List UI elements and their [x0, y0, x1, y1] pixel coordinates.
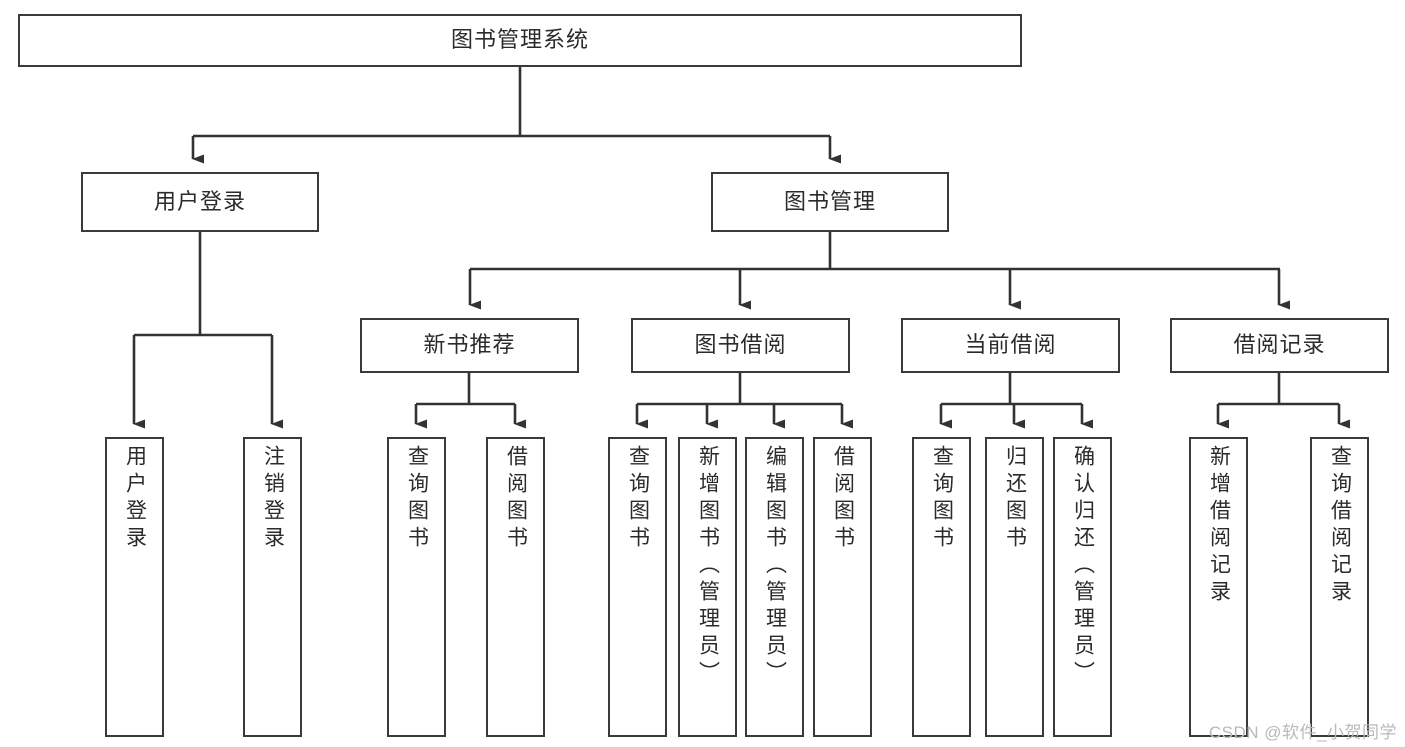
node-leaf-return-book[interactable]: 归还图书	[985, 437, 1044, 737]
node-leaf-add-borrow-record[interactable]: 新增借阅记录	[1189, 437, 1248, 737]
edge-group-book-manage-to-level3	[468, 232, 1290, 310]
edge-group-root-to-level2	[191, 67, 841, 164]
node-label: 当前借阅	[964, 332, 1057, 358]
node-label: 新书推荐	[423, 332, 516, 358]
node-label: 借阅图书	[504, 445, 528, 553]
node-leaf-confirm-return-admin[interactable]: 确认归还（管理员）	[1053, 437, 1112, 737]
node-leaf-query-book-recommend[interactable]: 查询图书	[387, 437, 446, 737]
node-label: 查询图书	[405, 445, 429, 553]
edge-group-current-borrow-to-leaves	[939, 373, 1093, 429]
node-label: 查询图书	[930, 445, 954, 553]
edge-group-borrow-record-to-leaves	[1216, 373, 1350, 429]
node-label: 用户登录	[153, 188, 246, 214]
edge-group-new-book-to-leaves	[414, 373, 526, 429]
node-label: 图书管理	[783, 188, 876, 214]
edge-group-book-borrow-to-leaves	[635, 373, 853, 429]
node-label: 用户登录	[123, 445, 147, 553]
node-leaf-logout[interactable]: 注销登录	[243, 437, 302, 737]
node-label: 归还图书	[1003, 445, 1027, 553]
node-label: 借阅记录	[1233, 332, 1326, 358]
edge-group-user-login-to-leaves	[132, 232, 283, 429]
node-leaf-borrow-book-recommend[interactable]: 借阅图书	[486, 437, 545, 737]
node-label: 新增图书（管理员）	[696, 445, 720, 688]
node-new-book-recommend[interactable]: 新书推荐	[360, 318, 579, 373]
node-leaf-query-book-borrow[interactable]: 查询图书	[608, 437, 667, 737]
node-borrow-record[interactable]: 借阅记录	[1170, 318, 1389, 373]
node-label: 借阅图书	[831, 445, 855, 553]
node-leaf-query-book-current[interactable]: 查询图书	[912, 437, 971, 737]
node-leaf-add-book-admin[interactable]: 新增图书（管理员）	[678, 437, 737, 737]
node-leaf-user-login[interactable]: 用户登录	[105, 437, 164, 737]
node-user-login[interactable]: 用户登录	[81, 172, 319, 232]
node-leaf-borrow-book[interactable]: 借阅图书	[813, 437, 872, 737]
node-label: 注销登录	[261, 445, 285, 553]
node-label: 确认归还（管理员）	[1071, 445, 1095, 688]
node-label: 图书管理系统	[450, 27, 589, 53]
node-book-management[interactable]: 图书管理	[711, 172, 949, 232]
node-leaf-edit-book-admin[interactable]: 编辑图书（管理员）	[745, 437, 804, 737]
node-label: 编辑图书（管理员）	[763, 445, 787, 688]
node-label: 查询借阅记录	[1328, 445, 1352, 607]
node-label: 新增借阅记录	[1207, 445, 1231, 607]
node-current-borrow[interactable]: 当前借阅	[901, 318, 1120, 373]
node-label: 图书借阅	[694, 332, 787, 358]
node-leaf-query-borrow-record[interactable]: 查询借阅记录	[1310, 437, 1369, 737]
node-book-borrow[interactable]: 图书借阅	[631, 318, 850, 373]
node-root-book-management-system[interactable]: 图书管理系统	[18, 14, 1022, 67]
node-label: 查询图书	[626, 445, 650, 553]
